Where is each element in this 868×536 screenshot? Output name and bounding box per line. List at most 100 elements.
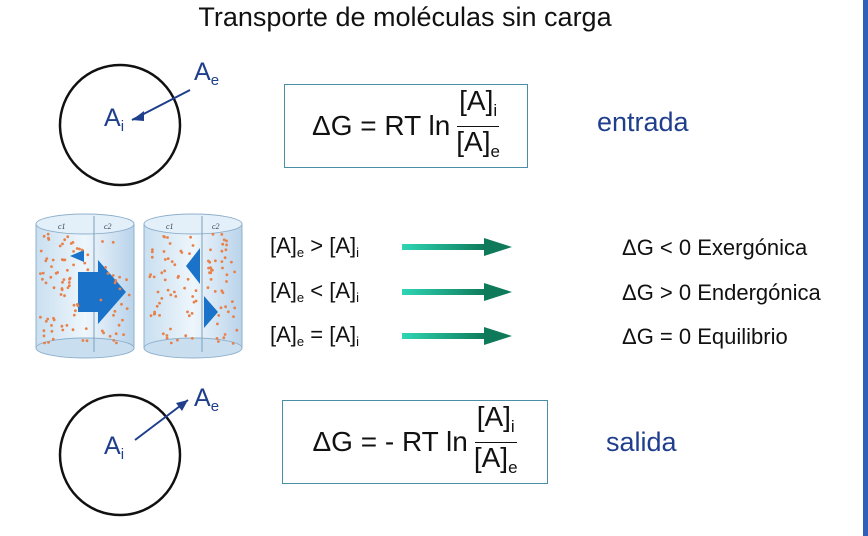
particle-dot: [177, 274, 180, 278]
particle-dot: [173, 290, 176, 294]
particles: [39, 232, 239, 345]
particle-dot: [220, 249, 224, 253]
particle-dot: [223, 333, 227, 336]
flux-arrow-small: [70, 250, 84, 262]
particle-dot: [61, 280, 64, 284]
particle-dot: [67, 281, 71, 284]
flux-arrow-right: [204, 296, 218, 328]
particle-dot: [165, 334, 169, 337]
particle-dot: [216, 322, 219, 326]
particle-dot: [66, 286, 70, 289]
particle-dot: [221, 266, 224, 270]
particle-dot: [151, 248, 154, 251]
arrow-row-2: [402, 283, 512, 301]
compartment-label: c1: [166, 222, 174, 231]
particle-dot: [76, 303, 79, 306]
page-title: Transporte de moléculas sin carga: [198, 2, 612, 32]
particle-dot: [45, 257, 49, 260]
equation-box-entrada: ΔG = RT ln [A]i [A]e: [284, 84, 528, 168]
particle-dot: [224, 305, 228, 309]
particle-dot: [194, 299, 198, 303]
right-edge-bar: [863, 0, 868, 536]
particle-dot: [153, 310, 156, 314]
cylinder-right: c1 c2: [143, 213, 243, 359]
particle-dot: [191, 244, 195, 247]
particle-dot: [192, 300, 196, 304]
particle-dot: [44, 259, 48, 263]
cell-membrane: [58, 393, 182, 517]
particle-dot: [121, 318, 124, 322]
particle-dot: [191, 295, 195, 298]
particle-dot: [150, 255, 154, 259]
particle-dot: [225, 239, 228, 243]
cylinder-left: c1 c2: [35, 213, 135, 359]
particle-dot: [162, 250, 166, 253]
particle-dot: [186, 277, 190, 281]
particle-dot: [41, 277, 44, 281]
particle-dot: [158, 301, 161, 305]
particle-dot: [210, 268, 213, 272]
particle-dot: [42, 329, 46, 333]
particle-dot: [166, 236, 169, 239]
particle-dot: [114, 332, 118, 336]
particle-dot: [83, 261, 87, 265]
particle-dot: [62, 278, 66, 281]
result-row-3: ΔG = 0 Equilibrio: [622, 324, 788, 349]
diffusion-cylinders-illustration: c1 c2 c1 c2: [35, 213, 243, 359]
particle-dot: [46, 317, 50, 321]
particle-dot: [50, 265, 53, 268]
particle-dot: [100, 329, 104, 333]
particle-dot: [61, 242, 64, 246]
particle-dot: [104, 266, 107, 269]
particle-dot: [163, 258, 167, 261]
particle-dot: [68, 284, 71, 287]
particle-dot: [225, 273, 229, 277]
particle-dot: [215, 337, 219, 340]
compartment-label: c1: [58, 222, 66, 231]
particle-dot: [39, 315, 42, 319]
cell-diagram-salida: [58, 393, 189, 517]
entry-arrowhead: [132, 111, 144, 121]
particle-dot: [209, 271, 213, 275]
condition-row-3: [A]e = [A]i: [270, 322, 360, 349]
particle-dot: [58, 244, 62, 248]
particle-dot: [125, 278, 128, 282]
particle-dot: [65, 324, 69, 327]
particle-dot: [173, 263, 177, 267]
particle-dot: [113, 309, 117, 313]
label-salida: salida: [606, 427, 677, 457]
particle-dot: [47, 236, 50, 240]
particle-dot: [209, 278, 213, 281]
particle-dot: [112, 339, 116, 342]
particle-dot: [86, 253, 90, 257]
particle-dot: [71, 328, 75, 332]
particle-dot: [183, 286, 187, 290]
particle-dot: [233, 306, 237, 310]
particle-dot: [190, 336, 194, 340]
particle-dot: [115, 341, 118, 345]
particle-dot: [62, 258, 65, 262]
particle-dot: [155, 304, 159, 308]
particle-dot: [122, 333, 125, 336]
outside-label-top: Ae: [194, 58, 220, 89]
particle-dot: [194, 289, 198, 292]
particle-dot: [207, 266, 211, 270]
particle-dot: [220, 289, 224, 293]
particle-dot: [222, 336, 226, 340]
label-entrada: entrada: [597, 107, 689, 137]
particle-dot: [43, 341, 46, 345]
flux-arrow-large: [78, 260, 126, 324]
particle-dot: [220, 260, 224, 263]
particle-dot: [72, 313, 76, 317]
particle-dot: [231, 300, 234, 303]
particle-dot: [186, 310, 189, 314]
particle-dot: [50, 329, 54, 333]
particle-dot: [225, 280, 228, 283]
compartment-label: c2: [212, 222, 220, 231]
particle-dot: [190, 312, 194, 315]
particle-dot: [47, 341, 50, 344]
particle-dot: [108, 334, 112, 338]
particle-dot: [163, 278, 167, 282]
particle-dot: [69, 242, 73, 245]
particle-dot: [165, 336, 169, 340]
